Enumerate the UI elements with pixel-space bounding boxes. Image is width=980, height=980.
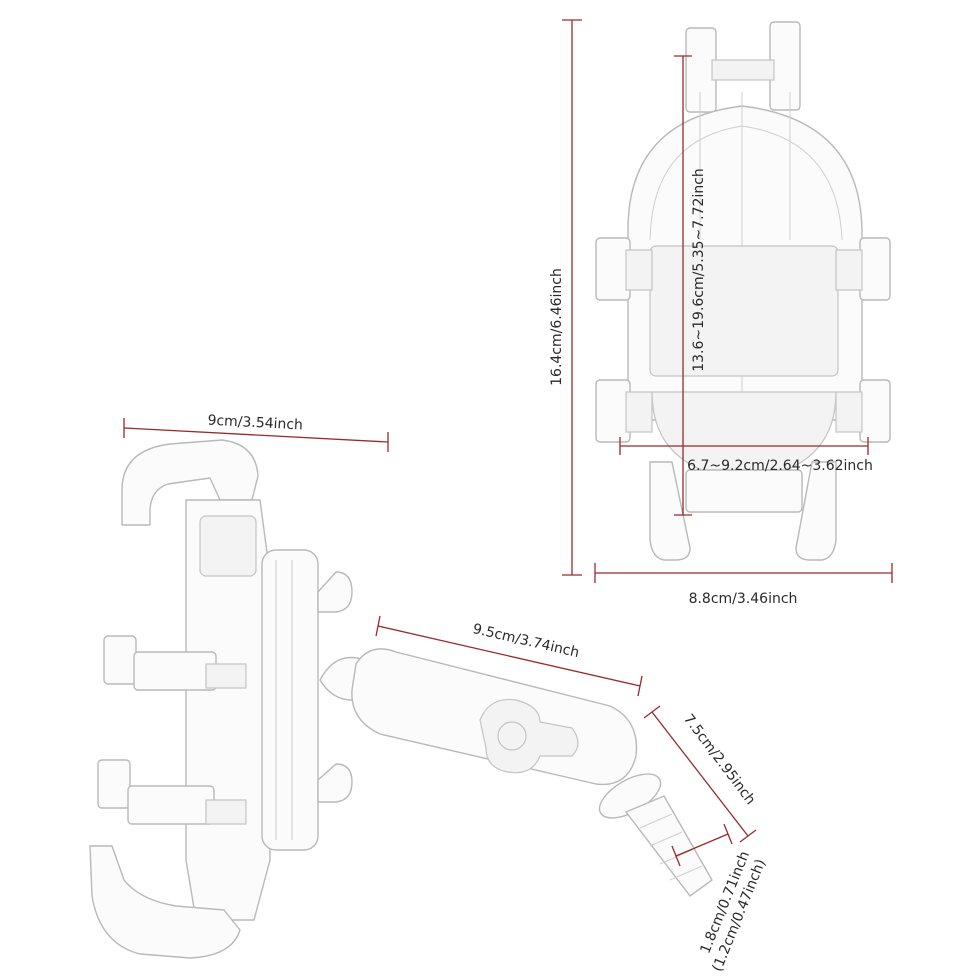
front-right-lower-wing [859, 379, 891, 443]
side-upper-ball [317, 571, 353, 613]
front-left-lower-wing [595, 379, 631, 443]
front-bottom-left-jaw [649, 461, 691, 561]
front-phone-plate [649, 245, 839, 377]
clamp-horizontal-label: 6.7~9.2cm/2.64~3.62inch [687, 458, 873, 474]
front-right-lower-bracket [835, 391, 863, 433]
front-width-label: 8.8cm/3.46inch [689, 591, 798, 607]
front-bottom-right-jaw [795, 461, 837, 561]
side-upper-arm-link [205, 663, 247, 689]
side-lower-ball [317, 763, 353, 803]
front-left-upper-bracket [625, 249, 653, 291]
base-length-label: 7.5cm/2.95inch [680, 711, 758, 808]
side-lower-arm-link [205, 799, 247, 825]
front-right-upper-bracket [835, 249, 863, 291]
front-bottom-base [685, 469, 803, 513]
side-lower-arm-outer [97, 759, 131, 809]
front-view-holder [595, 21, 891, 561]
front-height-label: 16.4cm/6.46inch [549, 268, 565, 386]
side-upper-panel [199, 515, 257, 577]
front-view-dimensions [562, 19, 893, 583]
side-upper-arm [133, 651, 217, 691]
side-view-dimensions [123, 418, 757, 867]
front-left-lower-bracket [625, 391, 653, 433]
front-right-upper-wing [859, 237, 891, 301]
side-bottom-hook [89, 845, 241, 959]
side-arm-knob-center [497, 721, 527, 751]
side-view-holder [89, 439, 713, 959]
side-width-label: 9cm/3.54inch [207, 413, 303, 434]
side-arm-knob [479, 698, 579, 774]
side-top-hook [121, 439, 259, 526]
front-top-bridge [711, 59, 775, 81]
clamp-vertical-label: 13.6~19.6cm/5.35~7.72inch [691, 168, 707, 372]
arm-length-label: 9.5cm/3.74inch [471, 621, 581, 661]
front-left-upper-wing [595, 237, 631, 301]
side-lower-arm [127, 785, 215, 825]
side-back-plate [261, 549, 319, 851]
side-upper-arm-outer [103, 635, 137, 685]
